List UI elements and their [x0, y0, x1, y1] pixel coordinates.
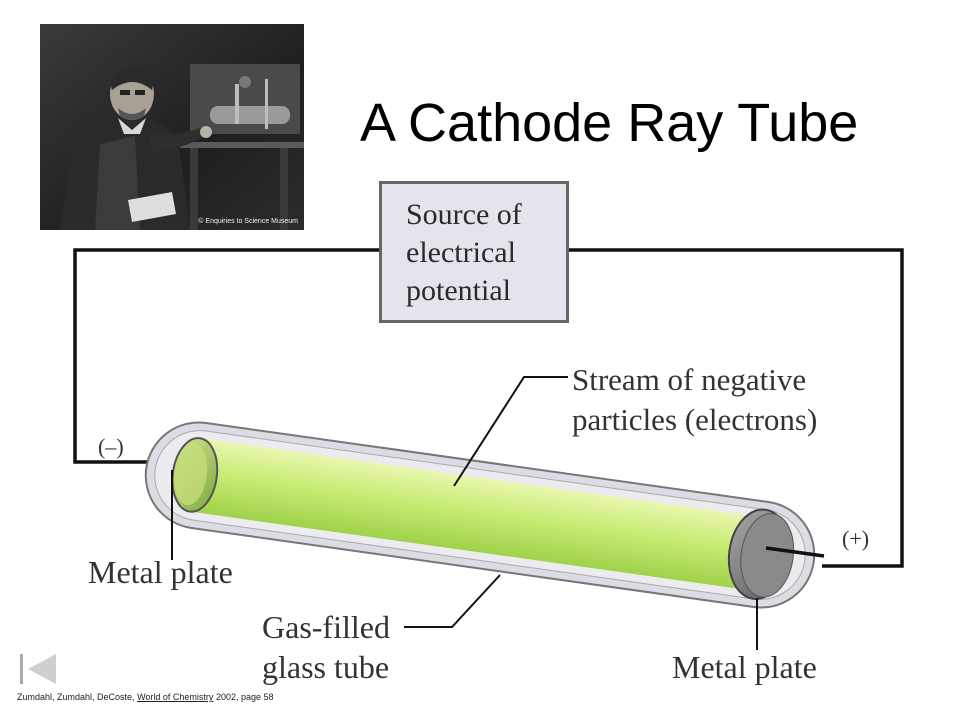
- citation: Zumdahl, Zumdahl, DeCoste, World of Chem…: [17, 692, 274, 702]
- source-label: Source of electrical potential: [406, 198, 522, 307]
- glass-tube: [144, 421, 816, 609]
- gas-tube-label: Gas-filled glass tube: [262, 607, 390, 687]
- electron-beam: [189, 438, 765, 591]
- metal-plate-left-label: Metal plate: [88, 554, 233, 590]
- negative-terminal-label: (–): [98, 434, 124, 459]
- citation-authors: Zumdahl, Zumdahl, DeCoste,: [17, 692, 135, 702]
- gas-tube-leader-line: [404, 574, 501, 628]
- metal-plate-right-label: Metal plate: [672, 649, 817, 685]
- skip-to-start-icon[interactable]: [18, 652, 60, 686]
- stream-leader-line: [453, 376, 568, 487]
- scientist-photo-image: [40, 24, 304, 230]
- stream-label: Stream of negative particles (electrons): [572, 360, 817, 440]
- power-source-box: Source of electrical potential: [379, 181, 569, 323]
- page-title: A Cathode Ray Tube: [360, 93, 859, 153]
- scientist-photo: © Enquiries to Science Museum: [40, 24, 304, 230]
- circuit-wire: [73, 248, 379, 464]
- gas-tube-label-line2: glass tube: [262, 649, 390, 685]
- circuit-wire-right: [569, 248, 904, 568]
- positive-terminal-label: (+): [842, 526, 870, 551]
- stream-label-line1: Stream of negative: [572, 362, 807, 397]
- photo-credit: © Enquiries to Science Museum: [198, 218, 298, 225]
- stream-label-line2: particles (electrons): [572, 402, 818, 437]
- citation-book-title: World of Chemistry: [137, 692, 214, 702]
- citation-details: 2002, page 58: [215, 692, 274, 702]
- gas-tube-label-line1: Gas-filled: [262, 609, 390, 645]
